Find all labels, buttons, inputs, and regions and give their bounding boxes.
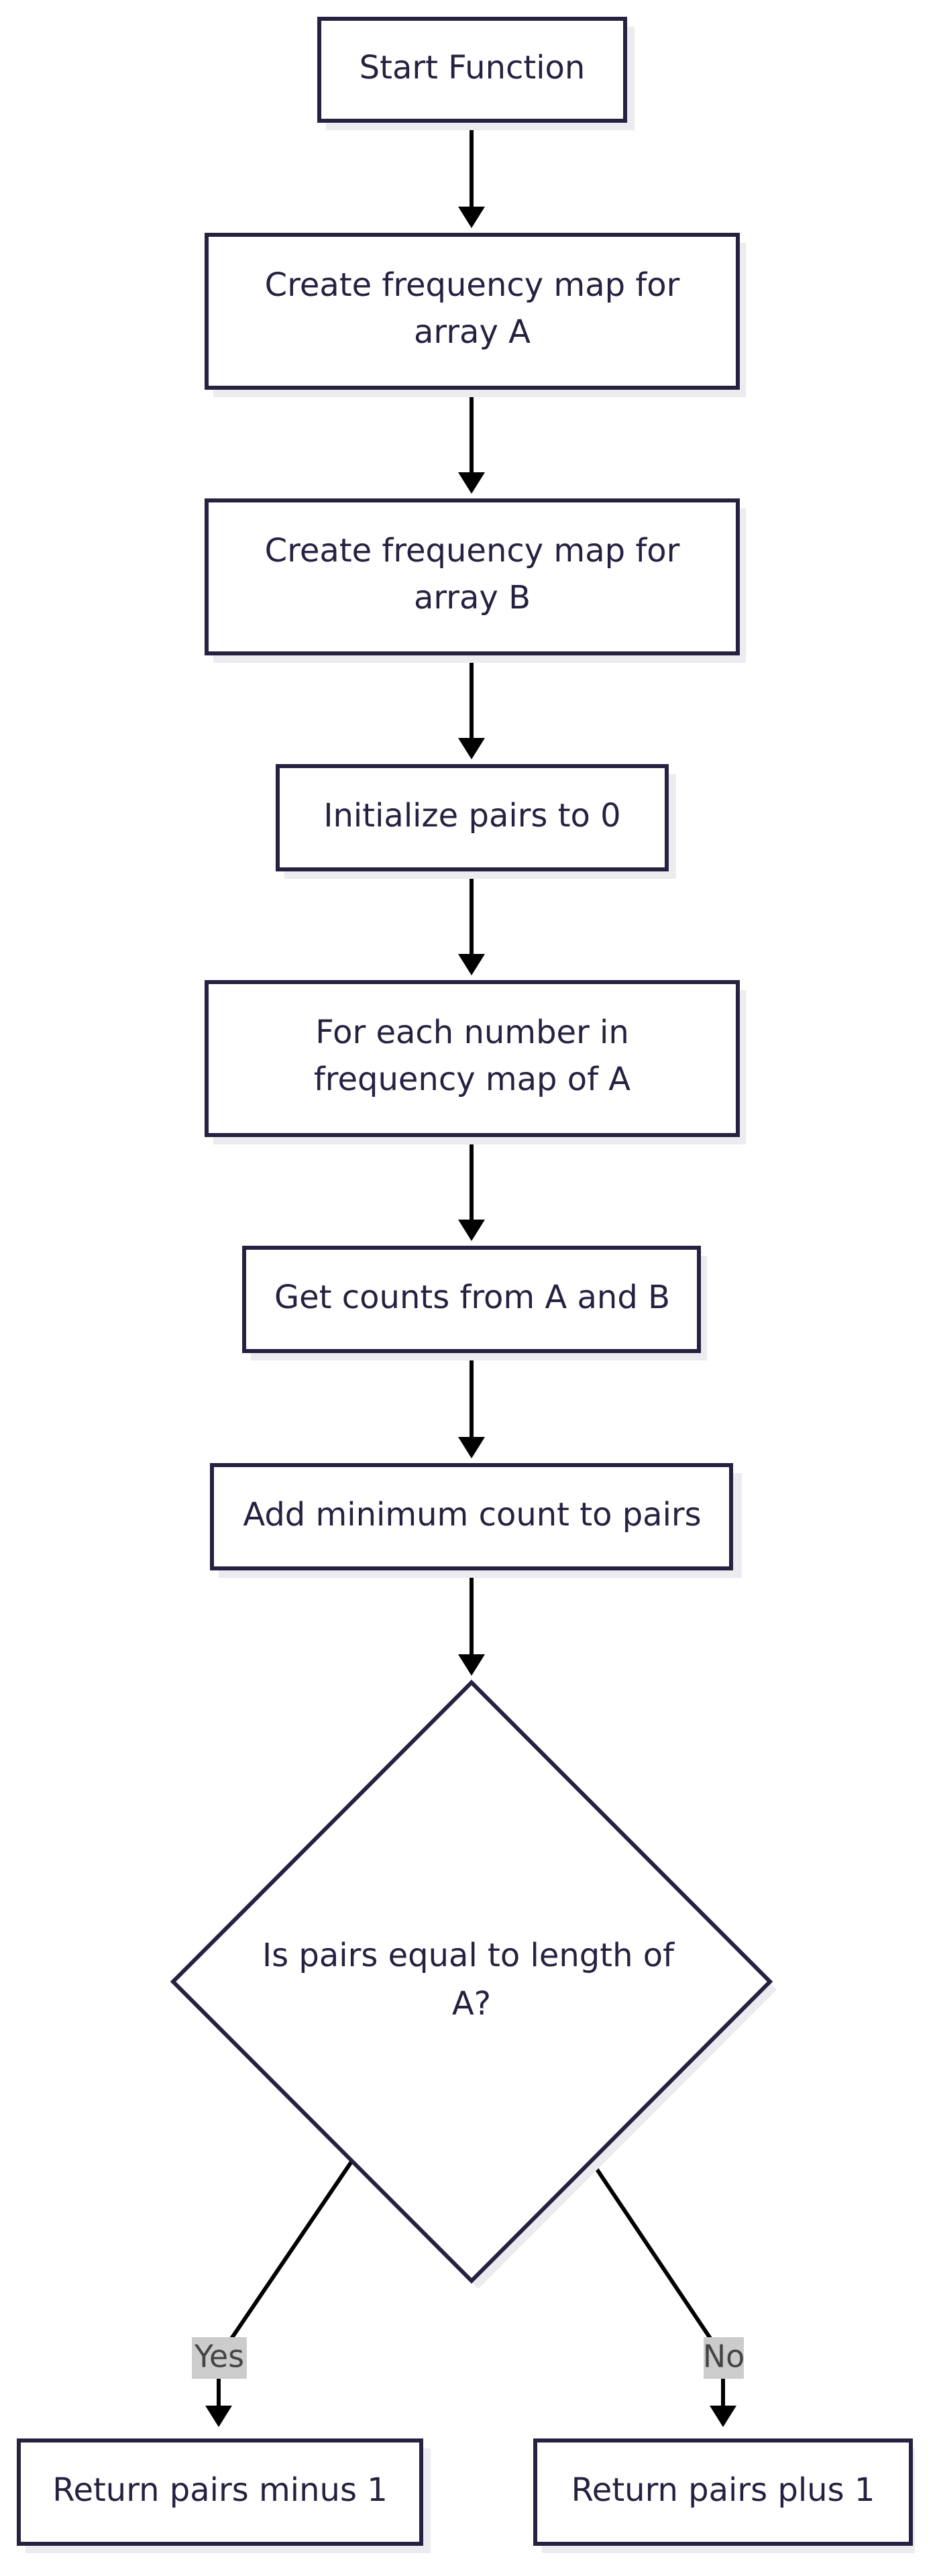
arrowhead — [458, 207, 485, 228]
node-freq-map-a-line2: array A — [414, 313, 531, 351]
node-return-minus: Return pairs minus 1 — [17, 2438, 431, 2553]
node-return-minus-label: Return pairs minus 1 — [52, 2471, 388, 2509]
node-get-counts-label: Get counts from A and B — [274, 1279, 670, 1316]
node-loop-line1: For each number in — [315, 1014, 629, 1051]
node-return-plus-label: Return pairs plus 1 — [571, 2471, 875, 2509]
node-init-pairs-label: Initialize pairs to 0 — [323, 797, 620, 835]
arrowhead — [458, 1437, 485, 1458]
node-loop-line2: frequency map of A — [314, 1061, 630, 1098]
edge-label-yes: Yes — [192, 2337, 247, 2379]
node-init-pairs: Initialize pairs to 0 — [276, 764, 676, 879]
node-decision-line1: Is pairs equal to length of — [262, 1937, 675, 1974]
arrowhead — [458, 472, 485, 494]
node-freq-map-b: Create frequency map for array B — [205, 498, 746, 663]
edge-label-yes-text: Yes — [194, 2339, 244, 2375]
node-get-counts: Get counts from A and B — [242, 1246, 707, 1360]
arrowhead — [205, 2406, 232, 2427]
arrowhead — [458, 738, 485, 759]
node-freq-map-b-line1: Create frequency map for — [265, 532, 680, 570]
node-loop: For each number in frequency map of A — [205, 980, 746, 1144]
arrowhead — [710, 2406, 736, 2427]
node-decision-line2: A? — [452, 1985, 491, 2023]
node-start: Start Function — [317, 17, 635, 130]
node-return-plus: Return pairs plus 1 — [533, 2438, 915, 2553]
node-freq-map-b-line2: array B — [414, 579, 531, 616]
arrowhead — [458, 1220, 485, 1241]
node-freq-map-a: Create frequency map for array A — [205, 233, 746, 397]
node-add-min-label: Add minimum count to pairs — [243, 1496, 701, 1534]
node-add-min: Add minimum count to pairs — [210, 1463, 742, 1578]
node-freq-map-a-line1: Create frequency map for — [265, 266, 680, 304]
edge-label-no-text: No — [703, 2339, 745, 2375]
node-start-label: Start Function — [360, 49, 586, 87]
arrowhead — [458, 954, 485, 975]
edge-label-no: No — [703, 2337, 745, 2379]
arrowhead — [458, 1654, 485, 1676]
node-decision: Is pairs equal to length of A? — [170, 1679, 777, 2289]
